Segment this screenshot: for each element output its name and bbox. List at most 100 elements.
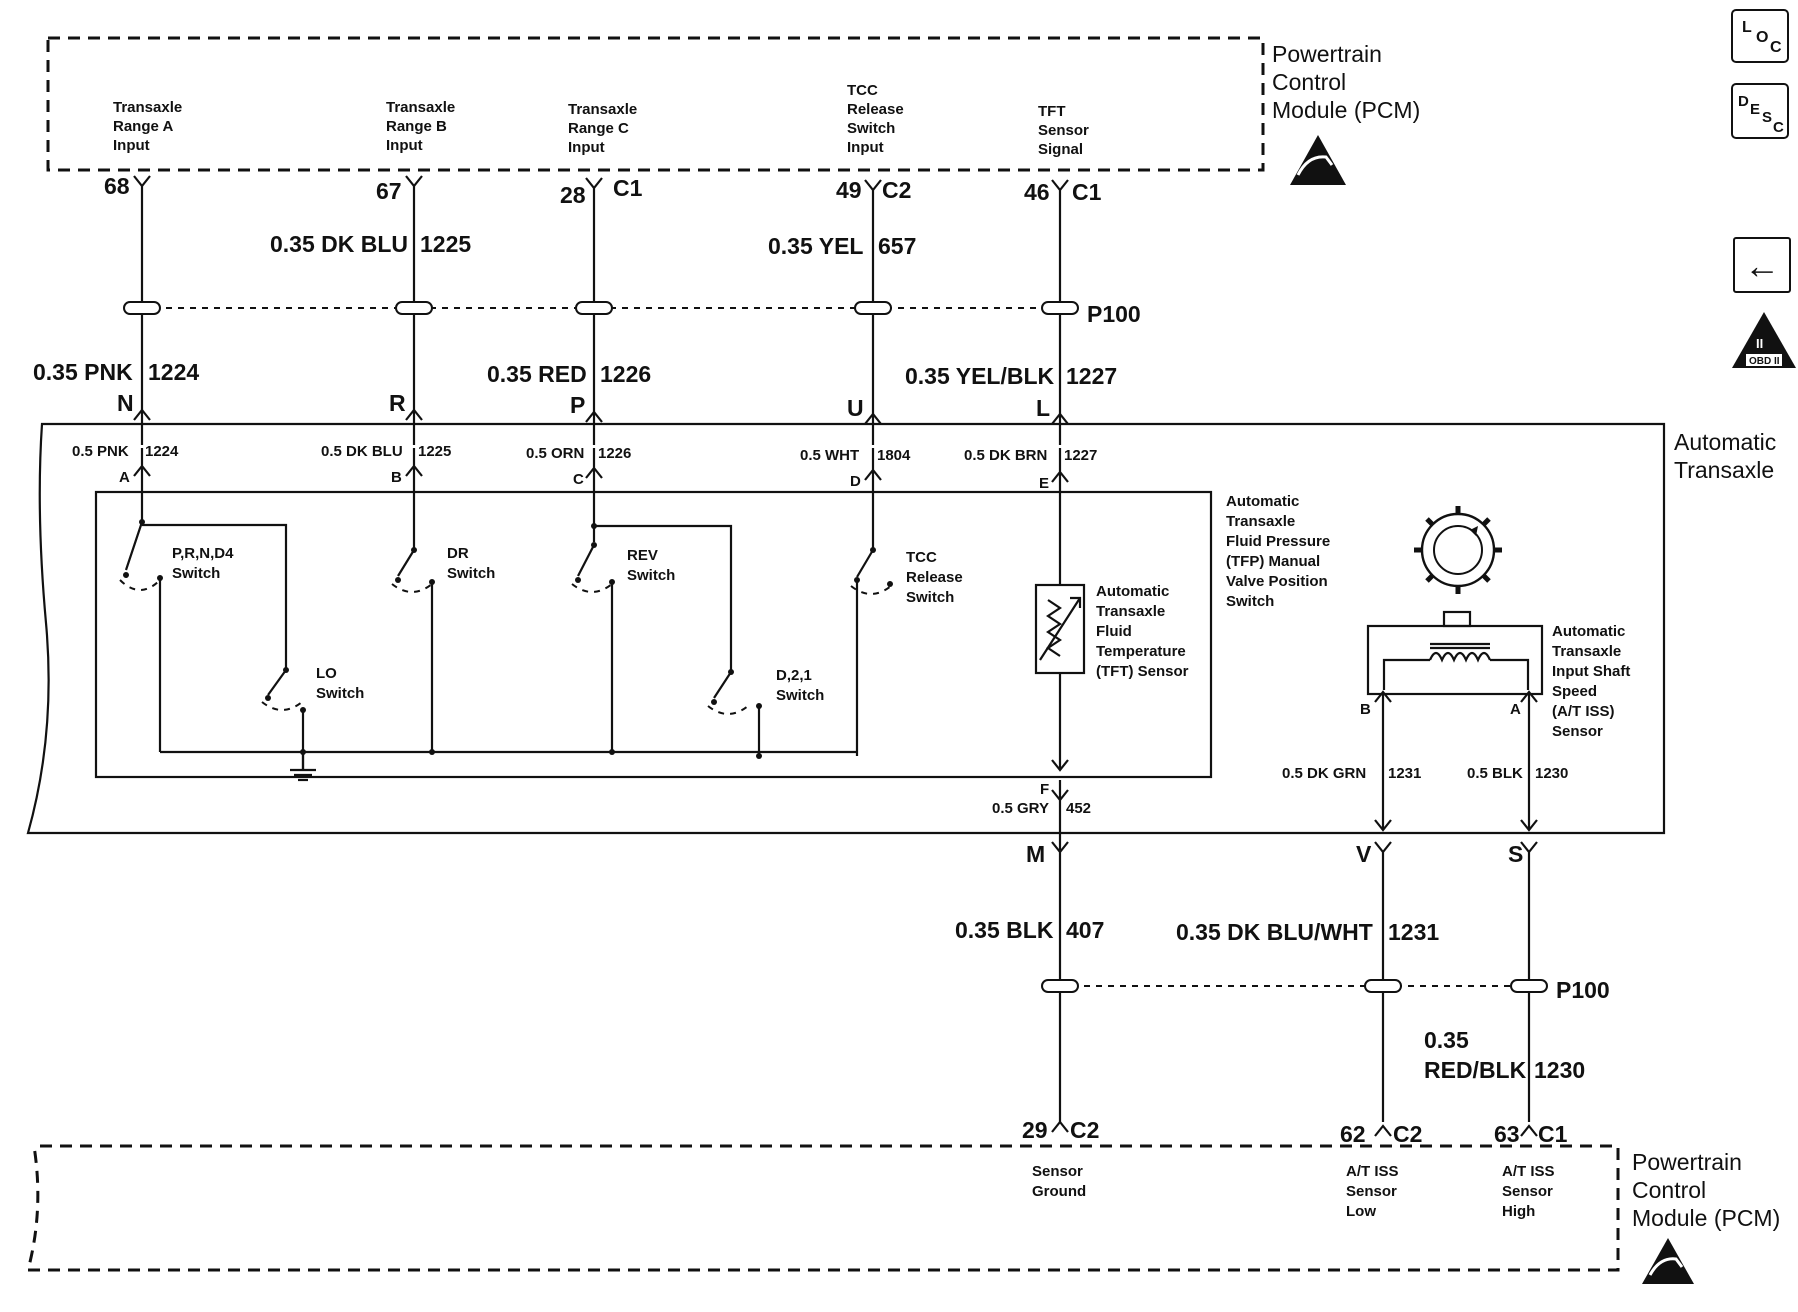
wire-407-circuit: 407 [1066, 917, 1104, 943]
svg-text:1804: 1804 [877, 447, 911, 464]
tfp-line1: Automatic [1226, 493, 1299, 510]
svg-text:0.5 ORN: 0.5 ORN [526, 445, 584, 462]
pin-d: D [850, 473, 861, 490]
svg-text:Sensor: Sensor [1346, 1183, 1397, 1200]
lo-switch: LO Switch [261, 665, 364, 770]
pcm-bot-title-line1: Powertrain [1632, 1149, 1742, 1175]
svg-text:D: D [850, 473, 861, 490]
dr-label-l1: DR [447, 545, 469, 562]
tft-line4: Temperature [1096, 643, 1186, 660]
lo-label-l2: Switch [316, 685, 364, 702]
svg-text:67: 67 [376, 178, 402, 204]
pin-u: U [847, 395, 864, 421]
svg-text:0.35 DK BLU: 0.35 DK BLU [270, 231, 408, 257]
inner-wht-label: 0.5 WHT [800, 447, 859, 464]
svg-text:Valve Position: Valve Position [1226, 573, 1328, 590]
iss-sensor: B A Automatic Transaxle Input Shaft Spee… [1360, 506, 1630, 832]
description-icon[interactable]: D E S C [1731, 83, 1789, 139]
svg-text:Control: Control [1632, 1177, 1706, 1203]
svg-text:S: S [1508, 841, 1523, 867]
svg-text:Switch: Switch [1226, 593, 1274, 610]
svg-text:452: 452 [1066, 800, 1091, 817]
svg-text:1227: 1227 [1066, 363, 1117, 389]
inner-1231-circuit: 1231 [1388, 765, 1421, 782]
pcm-bot-sig3-l3: High [1502, 1203, 1535, 1220]
svg-text:0.35 DK BLU/WHT: 0.35 DK BLU/WHT [1176, 919, 1373, 945]
svg-text:Switch: Switch [316, 685, 364, 702]
pcm-top-pin-46: 46 [1024, 179, 1050, 205]
tft-line1: Automatic [1096, 583, 1169, 600]
esd-warning-icon-bottom [1642, 1238, 1694, 1284]
svg-text:1226: 1226 [598, 445, 631, 462]
inner-dk-brn-label: 0.5 DK BRN [964, 447, 1047, 464]
pcm-top-sig2-l3: Input [386, 137, 423, 154]
svg-text:Input: Input [113, 137, 150, 154]
pcm-top-pin-68: 68 [104, 173, 130, 199]
inner-1230-circuit: 1230 [1535, 765, 1568, 782]
wire-657-circuit: 657 [878, 233, 916, 259]
svg-text:Powertrain: Powertrain [1632, 1149, 1742, 1175]
esd-warning-icon [1290, 135, 1346, 185]
svg-text:Module (PCM): Module (PCM) [1632, 1205, 1780, 1231]
back-arrow-icon[interactable]: ← [1733, 237, 1791, 293]
svg-text:P100: P100 [1087, 301, 1141, 327]
svg-text:Range C: Range C [568, 120, 629, 137]
pcm-top-pin-67: 67 [376, 178, 402, 204]
svg-text:C1: C1 [613, 175, 643, 201]
svg-text:Temperature: Temperature [1096, 643, 1186, 660]
svg-text:Fluid: Fluid [1096, 623, 1132, 640]
pcm-bot-title-line2: Control [1632, 1177, 1706, 1203]
wire-yel-blk-label: 0.35 YEL/BLK [905, 363, 1055, 389]
pcm-bot-sig2-l1: A/T ISS [1346, 1163, 1399, 1180]
tft-line3: Fluid [1096, 623, 1132, 640]
wire-1226-circuit: 1226 [600, 361, 651, 387]
svg-text:Input: Input [847, 139, 884, 156]
pin-c: C [573, 471, 584, 488]
inner-1804-circuit: 1804 [877, 447, 911, 464]
lo-label-l1: LO [316, 665, 337, 682]
svg-text:A/T ISS: A/T ISS [1502, 1163, 1555, 1180]
svg-text:Sensor: Sensor [1032, 1163, 1083, 1180]
inner-dk-blu-label: 0.5 DK BLU [321, 443, 403, 460]
svg-text:0.5 DK BLU: 0.5 DK BLU [321, 443, 403, 460]
inner-gry-label: 0.5 GRY [992, 800, 1049, 817]
svg-text:Switch: Switch [776, 687, 824, 704]
svg-text:407: 407 [1066, 917, 1104, 943]
wire-red-label: 0.35 RED [487, 361, 587, 387]
dr-label-l2: Switch [447, 565, 495, 582]
pcm-top-sig3-l1: Transaxle [568, 101, 637, 118]
svg-text:Switch: Switch [627, 567, 675, 584]
svg-text:C1: C1 [1538, 1121, 1568, 1147]
d21-label-l2: Switch [776, 687, 824, 704]
svg-text:Transaxle: Transaxle [1096, 603, 1165, 620]
pcm-top-sig5-l1: TFT [1038, 103, 1066, 120]
upper-wires: P100 0.35 DK BLU 1225 0.35 YEL 657 0.35 … [33, 175, 1141, 445]
svg-text:0.5 WHT: 0.5 WHT [800, 447, 859, 464]
pcm-bot-conn-c2b: C2 [1393, 1121, 1422, 1147]
svg-text:C2: C2 [1393, 1121, 1422, 1147]
svg-text:Switch: Switch [847, 120, 895, 137]
inner-1225-circuit: 1225 [418, 443, 451, 460]
pcm-top-title-line3: Module (PCM) [1272, 97, 1420, 123]
pin-p: P [570, 392, 585, 418]
location-icon[interactable]: L O C [1731, 9, 1789, 63]
svg-text:A: A [1510, 701, 1521, 718]
prnd4-switch: P,R,N,D4 Switch [119, 519, 288, 752]
obd-ii-icon[interactable]: II OBD II [1732, 312, 1796, 368]
rev-label-l1: REV [627, 547, 658, 564]
svg-text:Input: Input [568, 139, 605, 156]
svg-text:1225: 1225 [418, 443, 451, 460]
pcm-top-pin-28: 28 [560, 182, 586, 208]
pin-a: A [119, 469, 130, 486]
svg-text:Speed: Speed [1552, 683, 1597, 700]
tfp-line2: Transaxle [1226, 513, 1295, 530]
pin-v: V [1356, 841, 1372, 867]
svg-text:E: E [1750, 101, 1760, 118]
svg-text:1230: 1230 [1534, 1057, 1585, 1083]
pin-m: M [1026, 841, 1045, 867]
wire-red-blk-l2: RED/BLK [1424, 1057, 1527, 1083]
automatic-transaxle: Automatic Transaxle 0.5 PNK 1224 0.5 DK … [26, 422, 1776, 850]
prnd4-label-l1: P,R,N,D4 [172, 545, 234, 562]
svg-text:1224: 1224 [148, 359, 199, 385]
pcm-bot-pin-62: 62 [1340, 1121, 1366, 1147]
